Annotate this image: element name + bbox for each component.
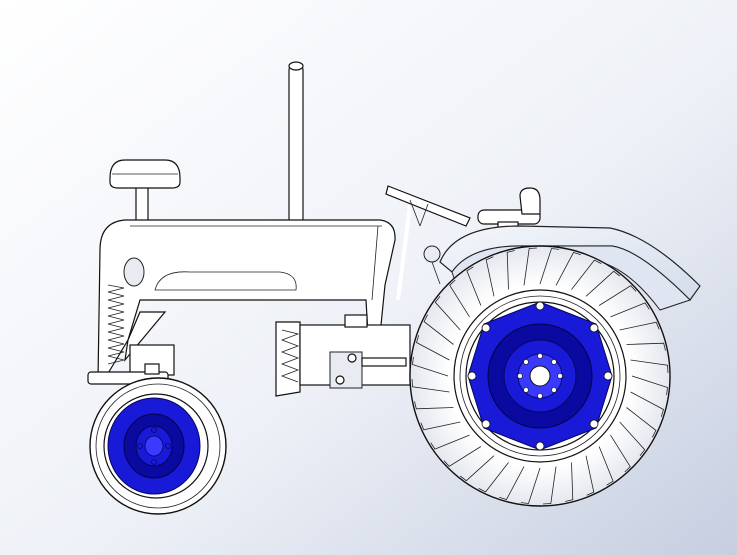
tread-lug: [414, 401, 454, 410]
tread-lug: [543, 466, 557, 505]
tread-lug: [539, 248, 560, 285]
tread-lug: [443, 446, 482, 467]
tread-lug: [416, 335, 450, 361]
tread-lug: [466, 266, 482, 306]
tread-lug: [598, 285, 637, 306]
tread-lug: [626, 342, 666, 351]
tread-lug: [585, 455, 595, 496]
transmission: [275, 314, 411, 397]
tread-lug: [499, 466, 525, 500]
tread-lug: [478, 462, 509, 493]
tread-lug: [619, 421, 646, 457]
tread-lug: [630, 391, 664, 417]
tread-lug: [610, 302, 650, 318]
tread-lug: [459, 455, 495, 482]
tread-lug: [434, 295, 461, 331]
tread-lug: [585, 270, 621, 297]
tread-lug: [423, 314, 454, 345]
exhaust-stack-icon: [288, 61, 304, 225]
tread-lug: [420, 421, 461, 431]
tread-lug: [485, 256, 495, 297]
steering-wheel-icon: [385, 185, 471, 301]
air-cleaner: [109, 159, 181, 224]
tread-lug: [520, 467, 541, 504]
tread-lug: [610, 434, 631, 473]
hood: [97, 219, 396, 381]
tread-lug: [626, 407, 657, 438]
tread-lug: [555, 252, 581, 286]
tread-lug: [411, 379, 450, 393]
tread-lug: [571, 259, 602, 290]
rear-wheel-icon[interactable]: [409, 245, 671, 507]
tread-lug: [449, 279, 470, 318]
tread-lug: [631, 375, 668, 396]
tread-lug: [565, 462, 574, 502]
tread-lug: [619, 321, 660, 331]
tread-lug: [598, 446, 614, 486]
front-wheel-icon[interactable]: [89, 377, 227, 515]
tread-lug: [630, 359, 669, 373]
tread-lug: [506, 250, 515, 290]
tread-lug: [523, 247, 537, 286]
tread-lug: [412, 356, 449, 377]
tread-lug: [430, 434, 470, 450]
